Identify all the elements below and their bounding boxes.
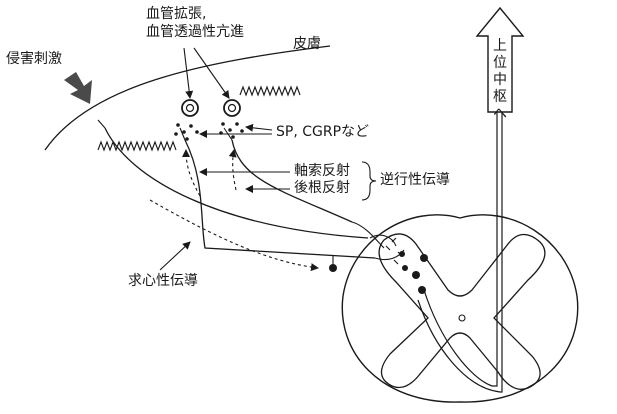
nerve-ending-wave [97,140,177,152]
noxious-stimulus-arrow-icon [64,72,92,104]
spinal-gray-matter [378,233,546,390]
reflex-bracket [361,161,377,201]
afferent-nerve-fiber [184,139,376,259]
blood-vessel-icon [181,99,199,117]
vasodilation-pointer-arrow [193,47,230,99]
afferent-nerve-fiber [104,127,369,239]
neuropeptide-dots [174,122,244,141]
dorsal-horn-terminal [351,221,405,261]
vasodilation-pointer-arrow [183,47,194,99]
nerve-branch [179,127,186,141]
ascending-tract-fiber [423,112,498,387]
afferent-conduction-label: 求心性伝導 [128,273,198,289]
higher-center-label: 上位中枢へ [493,38,507,122]
central-canal [458,314,466,322]
skin-label: 皮膚 [293,36,321,52]
blood-vessel-icon [223,99,241,117]
antidromic-dashed-arrow [228,149,237,191]
ascending-hollow-arrow-icon [475,6,525,113]
ascending-tract-fiber [417,112,503,393]
noxious-stimulus-label: 侵害刺激 [6,51,62,67]
dorsal-horn-terminal [385,237,403,265]
dorsal-horn-neurons [329,251,428,294]
antidromic-dashed-arrow [182,149,201,197]
dorsal-root-reflex-label: 後根反射 [294,180,350,196]
spinal-cord-outline [341,214,579,403]
afferent-dashed-arrow [149,199,319,272]
antidromic-conduction-label: 逆行性伝導 [380,172,450,188]
skin-surface-line [44,45,331,151]
sp-cgrp-pointer-arrow [245,123,273,132]
nerve-ending-wave [239,85,301,97]
afferent-pointer-arrow [159,241,191,271]
axon-reflex-label: 軸索反射 [294,163,350,179]
sp-cgrp-label: SP, CGRPなど [276,124,370,140]
nerve-branch [97,119,106,129]
nerve-branch [223,127,233,141]
vasodilation-label-line1: 血管拡張, [146,6,207,22]
vasodilation-label-line2: 血管透過性亢進 [146,24,244,40]
